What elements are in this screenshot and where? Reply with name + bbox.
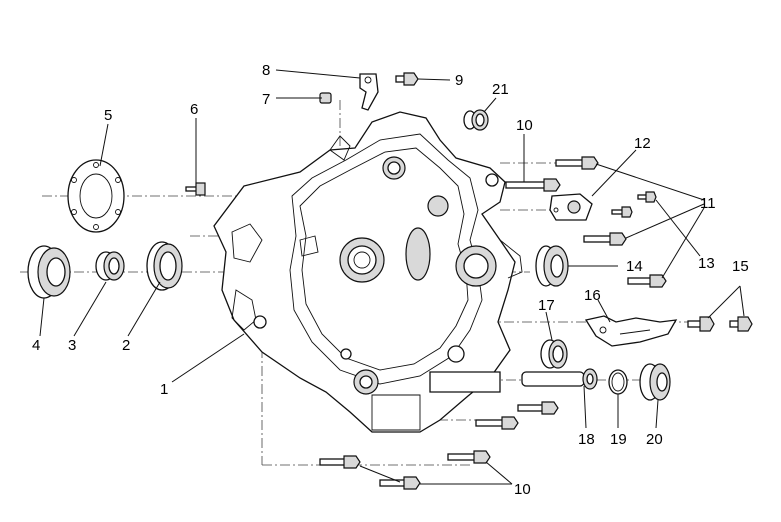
callout-10-bottom: 10 xyxy=(514,481,531,498)
callout-7: 7 xyxy=(262,91,270,108)
callout-12: 12 xyxy=(634,135,651,152)
callout-6: 6 xyxy=(190,101,198,118)
callout-21: 21 xyxy=(492,81,509,98)
callout-labels: 1 2 3 4 5 6 7 8 9 21 10 12 11 13 14 15 1… xyxy=(32,62,749,498)
callout-13: 13 xyxy=(698,255,715,272)
bearing-part-17 xyxy=(540,339,568,369)
callout-16: 16 xyxy=(584,287,601,304)
bolts-part-10 xyxy=(319,178,561,490)
cover-plate-part-12 xyxy=(549,193,593,221)
o-ring-part-19 xyxy=(608,369,628,395)
callout-14: 14 xyxy=(626,258,643,275)
oil-seal-part-4 xyxy=(27,245,71,299)
callout-1: 1 xyxy=(160,381,168,398)
bolt-part-9 xyxy=(395,72,419,86)
callout-8: 8 xyxy=(262,62,270,79)
callout-11: 11 xyxy=(700,195,716,212)
callout-2: 2 xyxy=(122,337,130,354)
callout-9: 9 xyxy=(455,72,463,89)
callout-19: 19 xyxy=(610,431,627,448)
callout-18: 18 xyxy=(578,431,595,448)
bearing-part-3 xyxy=(95,251,125,281)
chain-guide-part-16 xyxy=(584,315,678,347)
bushing-part-21 xyxy=(463,109,489,131)
leader-lines xyxy=(39,69,745,485)
callout-17: 17 xyxy=(538,297,555,314)
callout-3: 3 xyxy=(68,337,76,354)
shaft-part-18 xyxy=(521,368,598,390)
bolts-part-15 xyxy=(687,316,753,332)
callout-4: 4 xyxy=(32,337,40,354)
screws-part-13 xyxy=(611,191,657,218)
callout-10-top: 10 xyxy=(516,117,533,134)
gasket-part-5 xyxy=(67,159,125,233)
bracket-part-8 xyxy=(359,73,379,111)
cap-part-20 xyxy=(639,363,671,401)
bolt-part-6 xyxy=(185,182,206,196)
callout-15: 15 xyxy=(732,258,749,275)
crankcase-half-part xyxy=(213,111,523,433)
callout-20: 20 xyxy=(646,431,663,448)
bearing-part-2 xyxy=(146,241,183,291)
callout-5: 5 xyxy=(104,107,112,124)
seal-part-14 xyxy=(535,245,569,287)
